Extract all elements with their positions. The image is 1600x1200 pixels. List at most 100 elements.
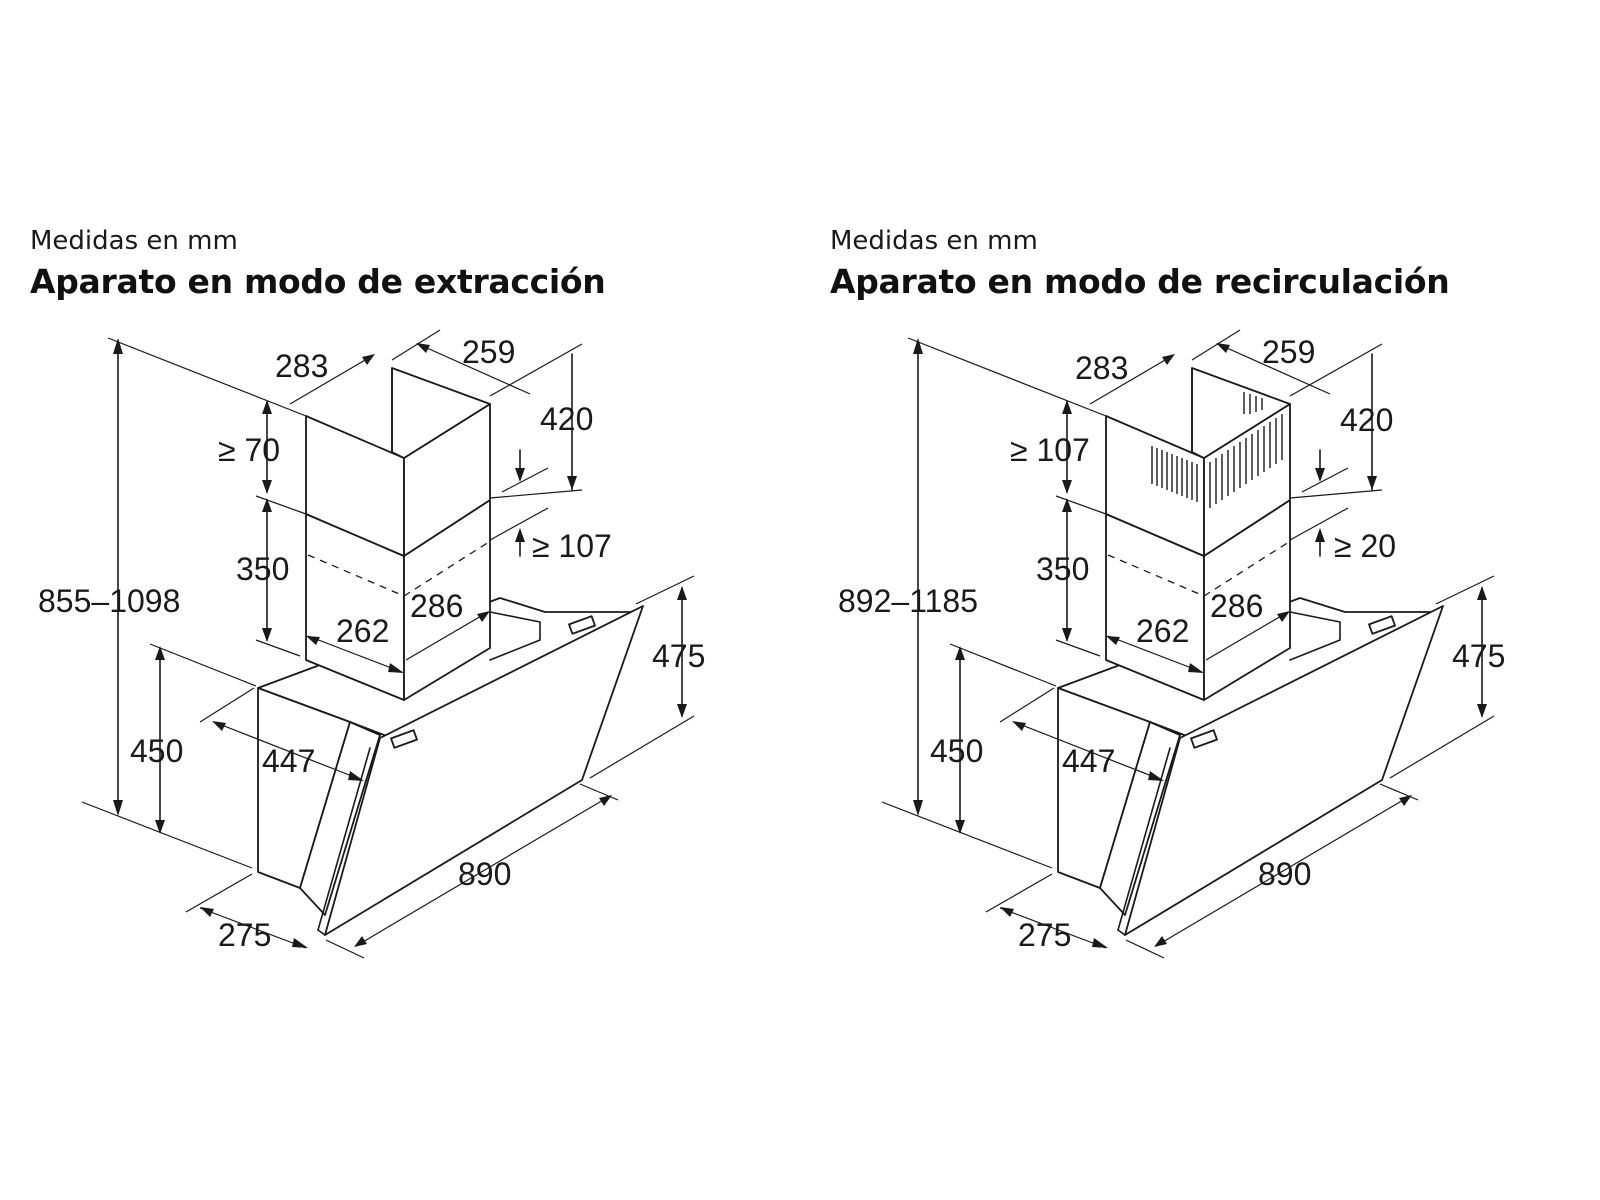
extension-line [985, 873, 1053, 913]
hidden-edge [1203, 539, 1293, 597]
glass-edge [1117, 747, 1171, 931]
dim-line-286 [1205, 611, 1289, 661]
units-label: Medidas en mm [830, 226, 1038, 256]
arrow [1315, 468, 1325, 482]
extension-line [1289, 507, 1349, 541]
dim-label: 262 [336, 613, 389, 649]
arrow [477, 611, 490, 622]
arrow [1154, 936, 1167, 947]
extension-line [881, 801, 1053, 869]
arrow [1477, 586, 1487, 600]
dim-label: 259 [1262, 334, 1315, 370]
vent-grille-front [1151, 446, 1198, 502]
extension-line [149, 643, 257, 687]
arrow [1162, 354, 1175, 365]
dim-label: 890 [1258, 856, 1311, 892]
dim-label: 283 [1075, 350, 1128, 386]
extension-line [1379, 783, 1419, 801]
dim-label: 283 [275, 348, 328, 384]
extension-line [579, 783, 619, 801]
arrow [1092, 938, 1108, 948]
arrow [955, 820, 965, 834]
dim-label: 450 [930, 733, 983, 769]
arrow [1148, 771, 1164, 781]
dimension-lines [81, 329, 695, 959]
arrow [212, 721, 226, 731]
dim-line-275 [199, 907, 307, 949]
extension-line [1289, 489, 1383, 499]
hood-body [1057, 367, 1444, 936]
arrow [262, 498, 272, 512]
extension-line [589, 715, 695, 779]
arrow [348, 771, 364, 781]
dim-label: ≥ 107 [1010, 432, 1090, 468]
extension-line [255, 639, 301, 657]
extension-line [1191, 329, 1241, 361]
hood-body [257, 367, 644, 936]
arrow [306, 636, 320, 645]
dim-label: ≥ 20 [1334, 528, 1396, 564]
dim-label: 855–1098 [38, 583, 180, 619]
arrow [1062, 498, 1072, 512]
dimension-lines [881, 329, 1495, 959]
extension-line [325, 939, 365, 959]
glass-panel [324, 605, 644, 936]
arrow [113, 800, 123, 816]
hidden-edge [307, 554, 405, 597]
extension-line [1389, 715, 1495, 779]
dim-line-286 [405, 611, 489, 661]
arrow [416, 343, 430, 353]
handle [568, 615, 596, 635]
extension-line [185, 873, 253, 913]
arrow [1062, 628, 1072, 642]
extension-line [1055, 495, 1107, 515]
dim-label: 890 [458, 856, 511, 892]
handle [1368, 615, 1396, 635]
extension-line [501, 467, 549, 493]
arrow [388, 663, 404, 673]
handle [1190, 729, 1218, 749]
arrow [1106, 636, 1120, 645]
extension-line [949, 643, 1057, 687]
extension-line [1125, 939, 1165, 959]
vent-grille-side [1209, 392, 1283, 508]
canopy-recess [1289, 611, 1341, 661]
arrow [1477, 704, 1487, 718]
dim-label: 275 [1018, 917, 1071, 953]
arrow [1012, 721, 1026, 731]
arrow [262, 400, 272, 414]
hidden-edge [403, 539, 493, 597]
dim-line-275 [999, 907, 1107, 949]
arrow [955, 646, 965, 660]
arrow [599, 795, 612, 806]
dim-line-259 [1217, 343, 1331, 395]
glass-panel [1124, 605, 1444, 936]
dimension-labels: 283 259 420 ≥ 107 ≥ 20 350 892–1185 262 … [838, 334, 1505, 953]
dim-label: 259 [462, 334, 515, 370]
canopy-recess [489, 611, 541, 661]
arrow [262, 480, 272, 494]
extension-line [635, 575, 695, 605]
extension-line [489, 489, 583, 499]
dim-label: 420 [1340, 402, 1393, 438]
dim-label: 892–1185 [838, 583, 978, 619]
extension-line [907, 337, 1107, 417]
dim-line-890 [1155, 795, 1411, 947]
extension-line [81, 801, 253, 869]
dim-line-447 [213, 721, 363, 781]
dim-label: 262 [1136, 613, 1189, 649]
extension-line [489, 343, 583, 397]
dim-label: 447 [1062, 743, 1115, 779]
arrow [1216, 343, 1230, 353]
arrow [354, 936, 367, 947]
panel-title: Aparato en modo de recirculación [830, 262, 1450, 301]
glass-edge [317, 747, 371, 931]
extension-line [1435, 575, 1495, 605]
glass-corner [1117, 929, 1126, 936]
arrow [1062, 400, 1072, 414]
dim-label: 286 [1210, 588, 1263, 624]
dim-label: 475 [652, 638, 705, 674]
extension-line [255, 495, 307, 515]
arrow [567, 476, 577, 490]
extraction-panel: Medidas en mm Aparato en modo de extracc… [30, 226, 705, 959]
